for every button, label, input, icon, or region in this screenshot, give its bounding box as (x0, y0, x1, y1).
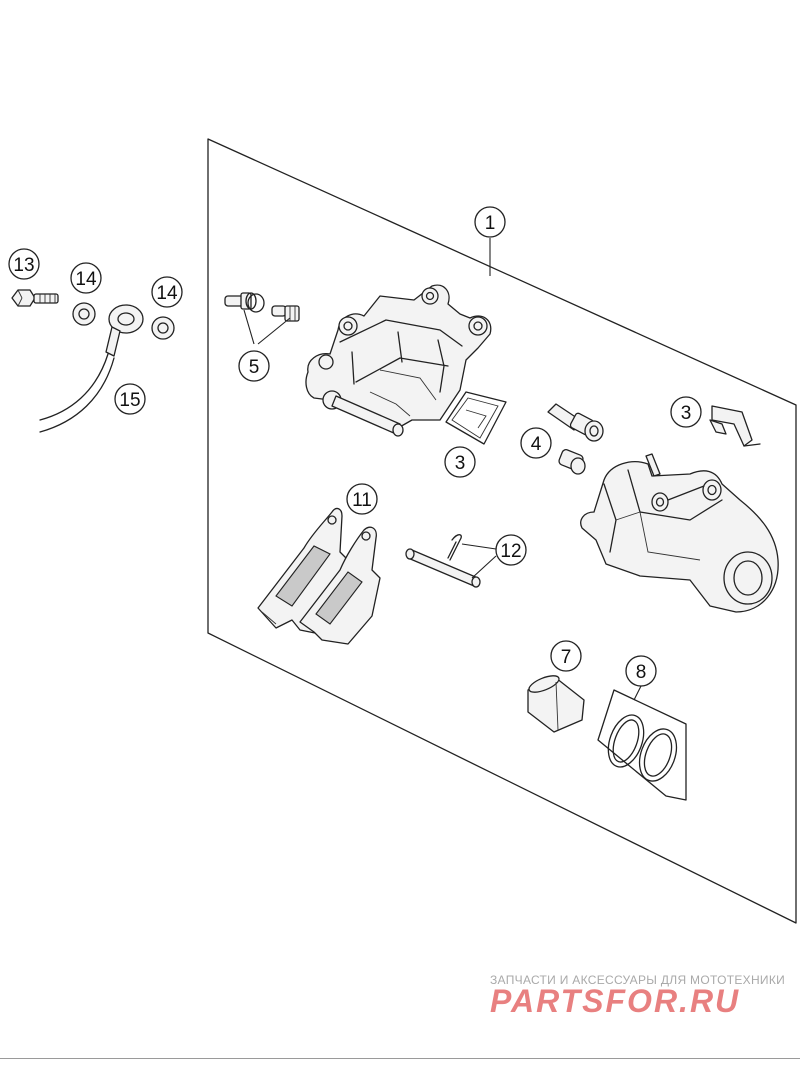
svg-text:PARTSFOR.RU: PARTSFOR.RU (490, 983, 740, 1019)
callout-5: 5 (238, 350, 270, 382)
washer-right (151, 316, 175, 340)
split-pin (447, 534, 462, 561)
callout-12: 12 (495, 534, 527, 566)
piston (527, 675, 585, 733)
guide-pin-upper (547, 403, 604, 442)
svg-text:5: 5 (249, 357, 260, 378)
callout-11: 11 (346, 483, 378, 515)
callout-15: 15 (114, 383, 146, 415)
washer-left (72, 302, 96, 326)
watermark-caption: ЗАПЧАСТИ И АКСЕССУАРЫ ДЛЯ МОТОТЕХНИКИ (490, 973, 786, 987)
pad-pin (405, 548, 481, 588)
bottom-divider (0, 1058, 800, 1059)
caliper-housing (305, 284, 492, 437)
pad-spring-plate (445, 391, 507, 445)
assembly-frame (207, 138, 797, 924)
svg-text:3: 3 (681, 403, 692, 424)
callout-14-right: 14 (151, 276, 183, 308)
svg-text:3: 3 (455, 453, 466, 474)
brake-pad-set (257, 507, 381, 645)
callout-13: 13 (8, 248, 40, 280)
callout-7: 7 (550, 640, 582, 672)
leader-lines (243, 238, 642, 701)
svg-text:11: 11 (352, 490, 372, 511)
caliper-carrier-bracket (580, 453, 779, 613)
seal-kit (597, 689, 687, 801)
pad-retaining-clip (709, 405, 761, 447)
callout-1: 1 (474, 206, 506, 238)
callout-3-right: 3 (670, 396, 702, 428)
svg-text:4: 4 (531, 434, 542, 455)
svg-text:8: 8 (636, 662, 647, 683)
bleeder-cap-ring (247, 293, 265, 313)
svg-text:13: 13 (13, 255, 34, 276)
svg-text:14: 14 (156, 283, 178, 304)
svg-text:14: 14 (75, 269, 97, 290)
svg-text:12: 12 (500, 541, 521, 562)
watermark-logo: PARTSFOR.RU (490, 983, 740, 1019)
svg-text:15: 15 (119, 390, 140, 411)
svg-text:7: 7 (561, 647, 572, 668)
guide-pin-lower (558, 449, 586, 475)
callout-8: 8 (625, 655, 657, 687)
callout-4: 4 (520, 427, 552, 459)
brake-hose (39, 304, 144, 433)
svg-text:1: 1 (485, 213, 496, 234)
callout-3-left: 3 (444, 446, 476, 478)
banjo-bolt (11, 289, 59, 307)
bleeder-screw-left (224, 292, 257, 310)
callout-14-left: 14 (70, 262, 102, 294)
bleeder-screw-right (271, 305, 300, 322)
